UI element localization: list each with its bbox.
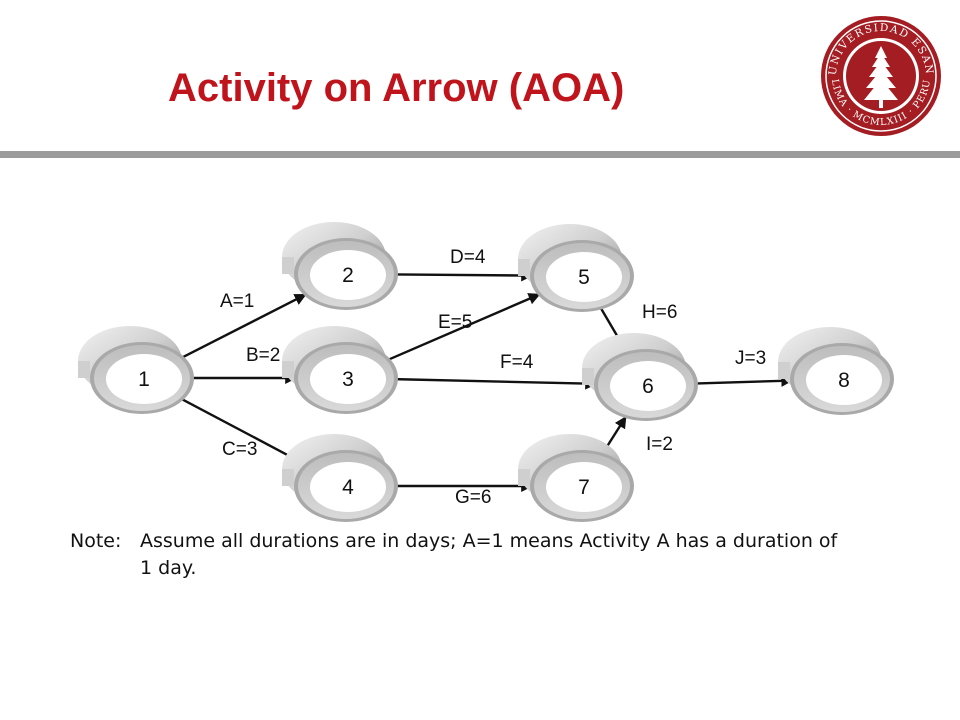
activity-label: H=6 (642, 302, 677, 323)
event-node-label: 8 (838, 369, 850, 392)
activity-label: I=2 (646, 434, 673, 455)
event-node-label: 1 (138, 368, 150, 391)
activity-label: G=6 (455, 487, 491, 508)
event-node: 8 (778, 327, 894, 415)
university-seal-logo: UNIVERSIDAD ESAN LIMA · MCMLXIII · PERU (818, 10, 944, 145)
activity-label: B=2 (246, 345, 280, 366)
event-node: 6 (582, 333, 698, 421)
tree-icon (864, 46, 898, 108)
event-node: 7 (518, 434, 634, 522)
event-node: 5 (518, 224, 634, 312)
note-text: Assume all durations are in days; A=1 me… (140, 530, 838, 579)
note-label: Note: (70, 530, 122, 552)
activity-arrow (393, 269, 534, 282)
activity-arrow (393, 377, 598, 390)
event-node: 2 (282, 222, 398, 310)
event-node-label: 2 (342, 264, 354, 287)
activity-arrow (179, 397, 308, 466)
event-node: 4 (282, 434, 398, 522)
event-node-label: 3 (342, 368, 354, 391)
activity-label: C=3 (222, 439, 257, 460)
event-node-label: 7 (578, 476, 590, 499)
event-node-label: 6 (642, 375, 654, 398)
event-node: 3 (282, 326, 398, 414)
activity-label: A=1 (220, 291, 254, 312)
event-node-label: 5 (578, 266, 590, 289)
event-node-label: 4 (342, 476, 354, 499)
activity-arrow (693, 374, 794, 387)
activity-label: F=4 (500, 352, 534, 373)
activity-arrow (386, 293, 541, 362)
footnote: Note: Assume all durations are in days; A… (70, 528, 840, 582)
activity-arrow (180, 293, 307, 360)
activity-label: J=3 (735, 348, 766, 369)
page-title: Activity on Arrow (AOA) (168, 66, 625, 110)
event-node: 1 (78, 326, 194, 414)
activity-label: E=5 (438, 312, 472, 333)
header-divider (0, 151, 960, 158)
activity-label: D=4 (450, 247, 486, 268)
